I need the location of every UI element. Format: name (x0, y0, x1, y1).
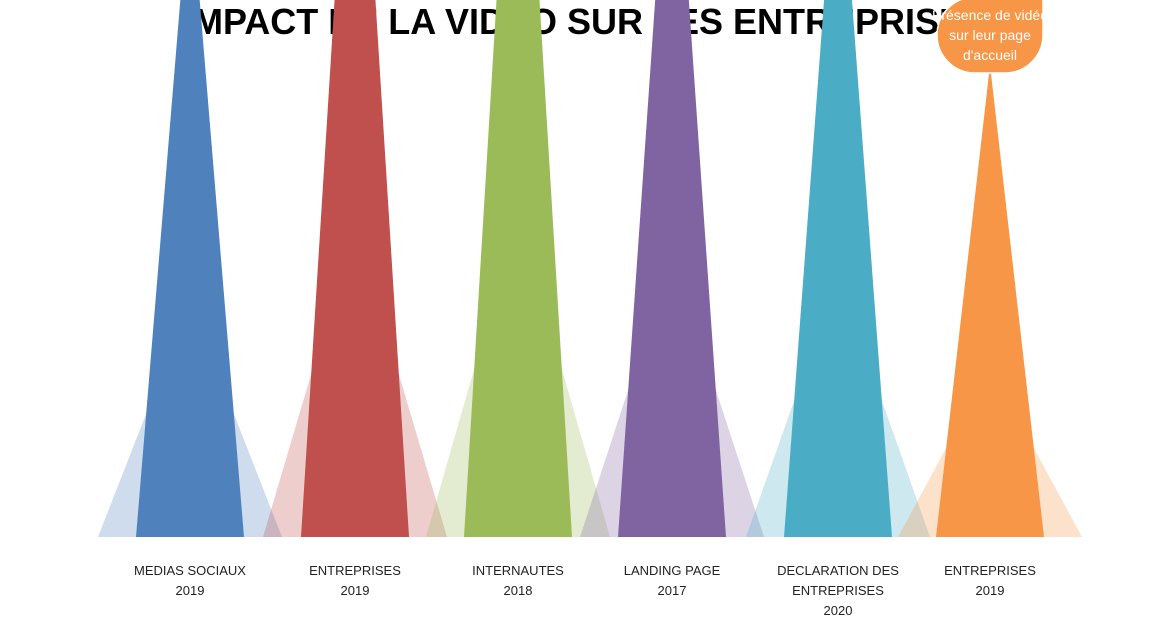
category-label-6-2: 2019 (976, 583, 1005, 598)
bar-triangle-1 (136, 0, 244, 537)
category-label-4-1: LANDING PAGE (624, 563, 721, 578)
bubble-text-6-3: d'accueil (963, 47, 1017, 63)
bubble-text-6-2: sur leur page (949, 27, 1031, 43)
category-label-1-2: 2019 (176, 583, 205, 598)
category-label-3-1: INTERNAUTES (472, 563, 564, 578)
bar-triangle-6 (936, 65, 1044, 537)
bar-triangle-5 (784, 0, 892, 537)
category-label-3-2: 2018 (504, 583, 533, 598)
bubble-text-6-1: Présence de vidéo (932, 7, 1048, 23)
bar-triangle-3 (464, 0, 572, 537)
category-label-6-1: ENTREPRISES (944, 563, 1036, 578)
category-label-5-3: 2020 (824, 603, 853, 618)
bubble-6 (936, 0, 1044, 74)
category-label-4-2: 2017 (658, 583, 687, 598)
category-label-5-1: DECLARATION DES (777, 563, 899, 578)
chart-title: IMPACT DE LA VIDEO SUR LES ENTREPRISES (183, 1, 987, 42)
category-label-5-2: ENTREPRISES (792, 583, 884, 598)
bar-triangle-2 (301, 0, 409, 537)
chart-marks: Facebook,Instagram,Twiter71%MEDIAS SOCIA… (98, 0, 1082, 618)
category-label-2-1: ENTREPRISES (309, 563, 401, 578)
category-label-2-2: 2019 (341, 583, 370, 598)
category-label-1-1: MEDIAS SOCIAUX (134, 563, 246, 578)
bar-triangle-4 (618, 0, 726, 537)
